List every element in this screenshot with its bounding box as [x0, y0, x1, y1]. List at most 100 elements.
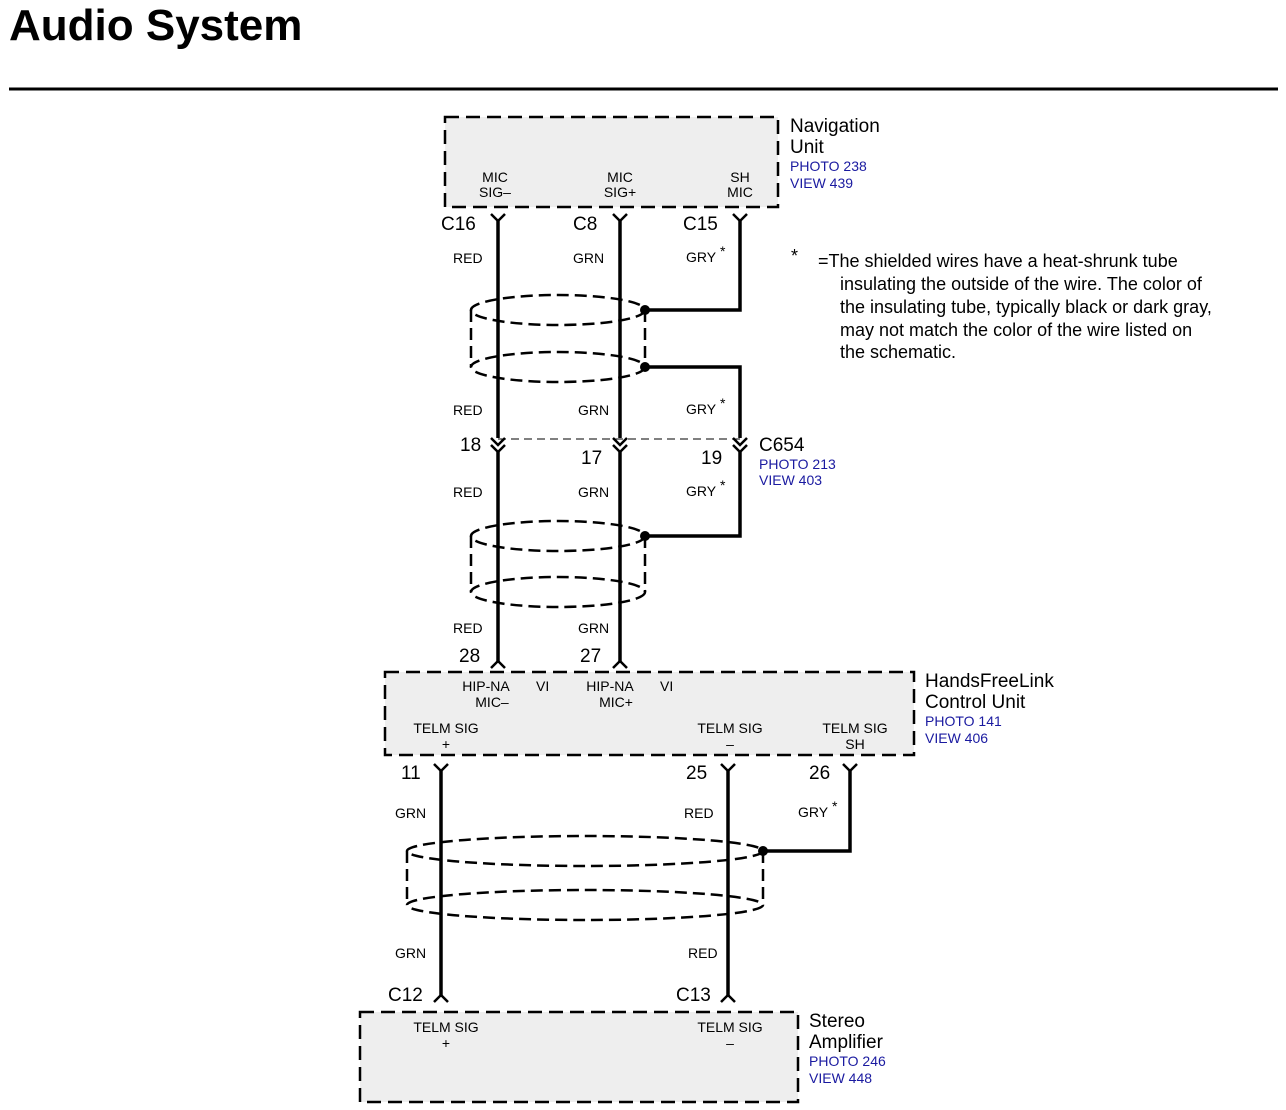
nav-pin-1-line1: MIC	[482, 169, 508, 185]
shield-2-drain	[640, 531, 650, 541]
hfl-view-ref: VIEW 406	[925, 730, 988, 746]
hfl-pin-26: 26	[809, 763, 830, 784]
amp-pin-2-line2: –	[726, 1035, 734, 1051]
wire-star-3: *	[720, 477, 726, 493]
amp-name-2: Amplifier	[809, 1032, 884, 1053]
hfl-bottom-pin-3-line1: TELM SIG	[822, 720, 887, 736]
wire-label-red-5: RED	[684, 805, 714, 821]
c654-pin-18: 18	[460, 435, 481, 456]
hfl-pin-27: 27	[580, 646, 601, 667]
wire-star-2: *	[720, 395, 726, 411]
wire-label-grn-5: GRN	[395, 805, 426, 821]
hfl-name-2: Control Unit	[925, 692, 1026, 713]
wire-label-red-2: RED	[453, 402, 483, 418]
wire-label-gry-2: GRY	[686, 401, 717, 417]
hfl-top-pin-2-line2: MIC+	[599, 694, 633, 710]
note-line-3: the insulating tube, typically black or …	[840, 297, 1212, 317]
shielded-wire-note: * =The shielded wires have a heat-shrunk…	[791, 246, 1212, 362]
nav-pin-2-line2: SIG+	[604, 184, 636, 200]
wire-gry-shield-4	[763, 771, 852, 853]
hfl-photo-ref: PHOTO 141	[925, 713, 1002, 729]
hfl-top-pin-2-line1: HIP-NA	[586, 678, 634, 694]
note-line-4: may not match the color of the wire list…	[840, 320, 1192, 340]
hfl-pin-25: 25	[686, 763, 707, 784]
c16-label: C16	[441, 214, 476, 235]
wire-label-grn-3: GRN	[578, 484, 609, 500]
hfl-pin-11: 11	[401, 763, 421, 784]
nav-name-2: Unit	[790, 137, 825, 158]
c16-terminal	[490, 213, 506, 223]
c13-label: C13	[676, 985, 711, 1006]
wire-label-grn-1: GRN	[573, 250, 604, 266]
amp-box	[358, 1010, 800, 1104]
hfl-name-1: HandsFreeLink	[925, 671, 1054, 692]
nav-view-ref: VIEW 439	[790, 175, 853, 191]
shield-1-drain-top	[640, 305, 650, 315]
wire-label-red-3: RED	[453, 484, 483, 500]
nav-photo-ref: PHOTO 238	[790, 158, 867, 174]
handsfreelink-control-unit: HIP-NA MIC– VI HIP-NA MIC+ VI TELM SIG +…	[383, 670, 1054, 757]
nav-name-1: Navigation	[790, 116, 880, 137]
shield-3-drain	[758, 846, 768, 856]
nav-pin-3-line1: SH	[730, 169, 749, 185]
c8-label: C8	[573, 214, 597, 235]
wire-star-1: *	[720, 243, 726, 259]
amp-terminals	[433, 993, 736, 1003]
page-title: Audio System	[9, 1, 303, 50]
note-line-1: =The shielded wires have a heat-shrunk t…	[818, 251, 1178, 271]
wire-label-gry-4: GRY	[798, 804, 829, 820]
wire-label-grn-2: GRN	[578, 402, 609, 418]
c15-terminal	[732, 213, 748, 223]
hfl-top-pin-2-tag: VI	[660, 678, 673, 694]
navigation-unit: MIC SIG– MIC SIG+ SH MIC Navigation Unit…	[443, 115, 880, 209]
navigation-unit-box	[443, 115, 780, 209]
wire-label-gry-1: GRY	[686, 249, 717, 265]
hfl-top-pin-1-line1: HIP-NA	[462, 678, 510, 694]
amp-photo-ref: PHOTO 246	[809, 1053, 886, 1069]
wires-hfl-to-amp	[439, 771, 852, 997]
nav-pin-2-line1: MIC	[607, 169, 633, 185]
wire-label-gry-3: GRY	[686, 483, 717, 499]
amp-name-1: Stereo	[809, 1011, 865, 1032]
amp-pin-1-line2: +	[442, 1035, 450, 1051]
note-symbol: *	[791, 246, 798, 266]
stereo-amplifier: TELM SIG + TELM SIG – Stereo Amplifier P…	[358, 1010, 886, 1104]
amp-pin-2-line1: TELM SIG	[697, 1019, 762, 1035]
hfl-bottom-pin-1-line2: +	[442, 736, 450, 752]
c654-photo-ref: PHOTO 213	[759, 456, 836, 472]
wire-gry-shield-2	[645, 365, 742, 438]
c654-name: C654	[759, 435, 805, 456]
hfl-bottom-pin-2-line2: –	[726, 736, 734, 752]
c654-pin-19: 19	[701, 448, 722, 469]
wires-nav-to-c654	[496, 221, 742, 438]
wire-label-red-4: RED	[453, 620, 483, 636]
wires-c654-to-hfl	[496, 452, 742, 663]
hfl-bottom-pin-3-line2: SH	[845, 736, 864, 752]
c12-label: C12	[388, 985, 423, 1006]
hfl-bottom-pin-1-line1: TELM SIG	[413, 720, 478, 736]
hfl-top-pin-1-line2: MIC–	[475, 694, 509, 710]
hfl-bottom-terminals	[433, 763, 858, 773]
wire-star-4: *	[832, 798, 838, 814]
shield-3	[405, 834, 765, 922]
shield-1-drain-bottom	[640, 362, 650, 372]
nav-pin-3-line2: MIC	[727, 184, 753, 200]
note-line-2: insulating the outside of the wire. The …	[840, 274, 1203, 294]
wire-label-grn-4: GRN	[578, 620, 609, 636]
nav-pin-1-line2: SIG–	[479, 184, 511, 200]
wire-label-red-6: RED	[688, 945, 718, 961]
wire-label-grn-6: GRN	[395, 945, 426, 961]
amp-view-ref: VIEW 448	[809, 1070, 872, 1086]
hfl-bottom-pin-2-line1: TELM SIG	[697, 720, 762, 736]
c8-terminal	[612, 213, 628, 223]
c654-pin-17: 17	[581, 448, 602, 469]
wire-gry-shield-1	[645, 221, 742, 312]
hfl-box	[383, 670, 916, 757]
hfl-top-pin-1-tag: VI	[536, 678, 549, 694]
wire-label-red-1: RED	[453, 250, 483, 266]
hfl-top-terminals	[490, 659, 628, 669]
hfl-pin-28: 28	[459, 646, 480, 667]
wire-gry-shield-3	[645, 452, 742, 538]
amp-pin-1-line1: TELM SIG	[413, 1019, 478, 1035]
